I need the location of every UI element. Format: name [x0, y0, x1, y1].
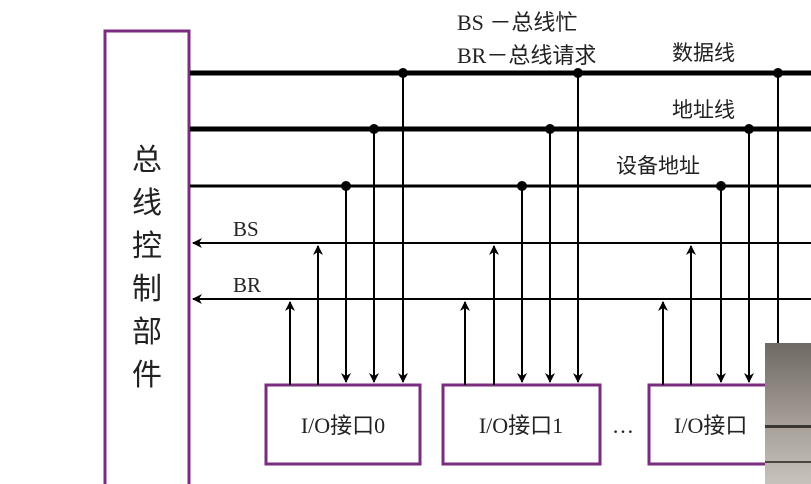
- controller-char-4: 部: [132, 315, 162, 350]
- io-interface-0-box: [264, 383, 422, 466]
- io1-junction-device: [517, 181, 527, 191]
- bus-controller-label: 总 线 控 制 部 件: [132, 143, 162, 393]
- bs-signal-label: BS: [233, 217, 259, 241]
- address-bus-label: 地址线: [672, 98, 735, 122]
- device-address-label: 设备地址: [616, 154, 700, 178]
- legend-br: BR－总线请求: [457, 43, 596, 68]
- controller-char-3: 制: [132, 272, 162, 307]
- ion-junction-data: [773, 68, 783, 78]
- io1-junction-address: [545, 124, 555, 134]
- br-signal-label: BR: [233, 273, 261, 297]
- video-thumbnail-overlay: [765, 343, 811, 484]
- controller-char-2: 控: [132, 229, 162, 264]
- io-interface-n-label: I/O接口: [674, 413, 747, 438]
- data-bus-label: 数据线: [672, 41, 735, 65]
- io1-junction-data: [573, 68, 583, 78]
- io-interface-0-label: I/O接口0: [301, 413, 385, 438]
- ion-junction-device: [716, 181, 726, 191]
- controller-char-1: 线: [132, 186, 162, 221]
- io0-junction-data: [398, 68, 408, 78]
- controller-char-0: 总: [132, 143, 162, 178]
- controller-char-5: 件: [132, 358, 162, 393]
- io-interface-1-label: I/O接口1: [479, 413, 563, 438]
- io0-junction-device: [341, 181, 351, 191]
- io-interface-1-box: [441, 383, 602, 466]
- io0-junction-address: [369, 124, 379, 134]
- bus-controller-box: [103, 29, 191, 484]
- ion-junction-address: [744, 124, 754, 134]
- legend-bs: BS －总线忙: [457, 10, 577, 35]
- more-interfaces-ellipsis: …: [612, 413, 634, 438]
